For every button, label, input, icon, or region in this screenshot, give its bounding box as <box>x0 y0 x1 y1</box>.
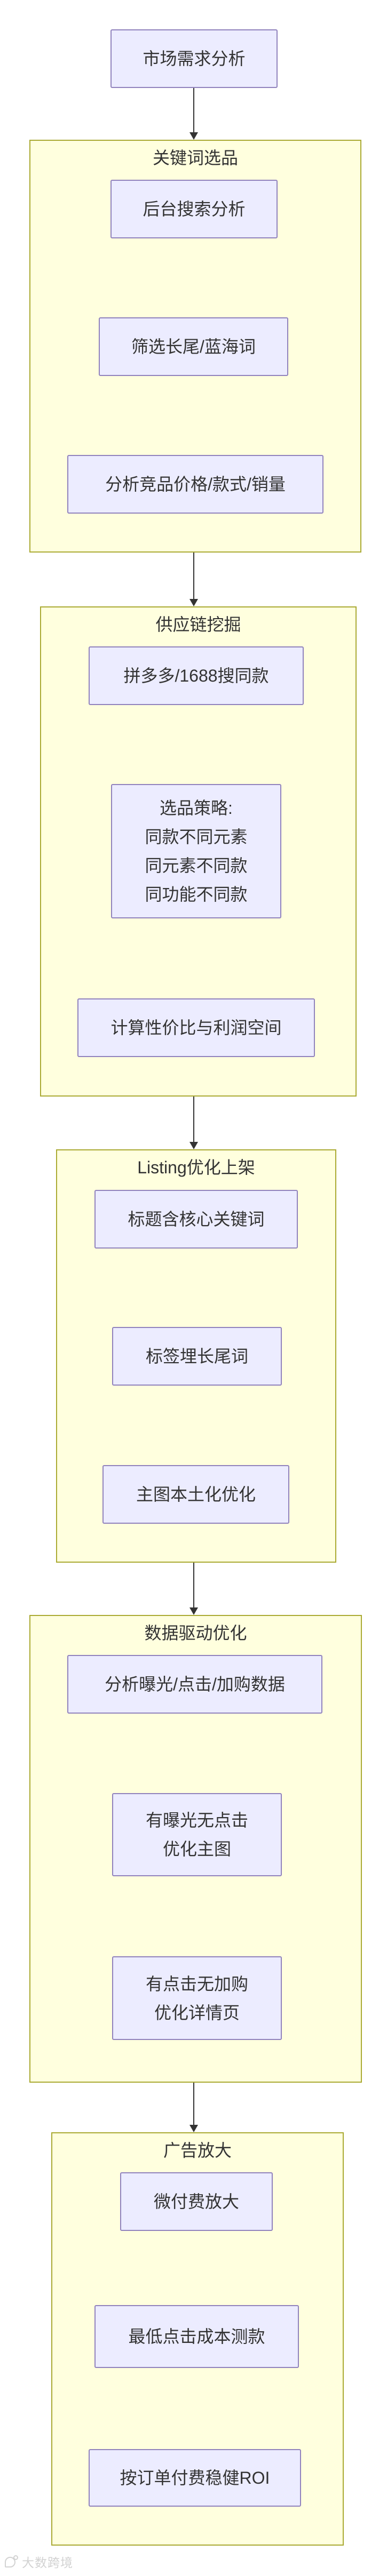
node-label: 分析竞品价格/款式/销量 <box>105 475 286 494</box>
node-label: 分析曝光/点击/加购数据 <box>105 1675 285 1694</box>
arrow-line <box>193 553 194 599</box>
node-calc-value-profit: 计算性价比与利润空间 <box>77 998 315 1057</box>
node-lowest-cpc-testing: 最低点击成本测款 <box>94 2305 299 2368</box>
arrow-head-icon <box>189 1142 198 1149</box>
arrow-head-icon <box>189 599 198 606</box>
arrow-line <box>193 1097 194 1142</box>
node-analyze-exposure-click-cart: 分析曝光/点击/加购数据 <box>67 1655 322 1714</box>
arrow-section1-to-section2 <box>189 553 198 606</box>
node-label: 后台搜索分析 <box>143 199 246 219</box>
node-label: 最低点击成本测款 <box>128 2327 265 2346</box>
node-label: 按订单付费稳健ROI <box>120 2468 270 2487</box>
watermark: 大数跨境 <box>4 2553 73 2571</box>
arrow-head-icon <box>189 1607 198 1615</box>
node-tags-longtail-words: 标签埋长尾词 <box>112 1327 282 1386</box>
node-label: 计算性价比与利润空间 <box>110 1018 282 1037</box>
node-title-core-keywords: 标题含核心关键词 <box>94 1190 298 1249</box>
arrow-line <box>193 1563 194 1607</box>
arrow-section4-to-section5 <box>189 2083 198 2132</box>
node-pdd-1688-search: 拼多多/1688搜同款 <box>89 646 304 705</box>
node-click-no-cart: 有点击无加购 优化详情页 <box>112 1956 282 2040</box>
node-exposure-no-click: 有曝光无点击 优化主图 <box>112 1793 282 1876</box>
node-label: 主图本土化优化 <box>136 1485 256 1504</box>
section-title: 供应链挖掘 <box>155 615 241 634</box>
node-competitor-price-style-sales: 分析竞品价格/款式/销量 <box>67 455 323 514</box>
section-title: 数据驱动优化 <box>144 1623 247 1643</box>
arrow-top-to-section1 <box>189 88 198 140</box>
arrow-head-icon <box>189 132 198 140</box>
watermark-text: 大数跨境 <box>22 2556 73 2570</box>
arrow-line <box>193 88 194 132</box>
node-backend-search-analysis: 后台搜索分析 <box>110 180 278 238</box>
section-title: 广告放大 <box>163 2141 232 2160</box>
arrow-section3-to-section4 <box>189 1563 198 1615</box>
watermark-logo-icon <box>4 2555 19 2568</box>
section-title: 关键词选品 <box>152 148 238 167</box>
node-market-demand-analysis: 市场需求分析 <box>110 29 278 88</box>
node-label: 标题含核心关键词 <box>128 1210 265 1229</box>
node-label: 有曝光无点击 优化主图 <box>145 1811 248 1859</box>
arrow-line <box>193 2083 194 2125</box>
node-label: 市场需求分析 <box>143 49 246 68</box>
node-label: 标签埋长尾词 <box>145 1347 248 1366</box>
arrow-head-icon <box>189 2125 198 2132</box>
node-label: 微付费放大 <box>153 2192 239 2211</box>
node-label: 筛选长尾/蓝海词 <box>131 337 256 356</box>
node-filter-longtail-blueocean: 筛选长尾/蓝海词 <box>99 317 288 376</box>
node-micro-paid-scaling: 微付费放大 <box>120 2172 273 2231</box>
node-label: 有点击无加购 优化详情页 <box>145 1974 248 2022</box>
node-selection-strategy: 选品策略: 同款不同元素 同元素不同款 同功能不同款 <box>111 784 281 918</box>
arrow-section2-to-section3 <box>189 1097 198 1149</box>
node-main-image-localization: 主图本土化优化 <box>102 1465 289 1524</box>
node-label: 拼多多/1688搜同款 <box>123 666 269 685</box>
section-title: Listing优化上架 <box>137 1158 255 1177</box>
node-label: 选品策略: 同款不同元素 同元素不同款 同功能不同款 <box>145 798 248 904</box>
node-pay-per-order-roi: 按订单付费稳健ROI <box>89 2449 301 2507</box>
